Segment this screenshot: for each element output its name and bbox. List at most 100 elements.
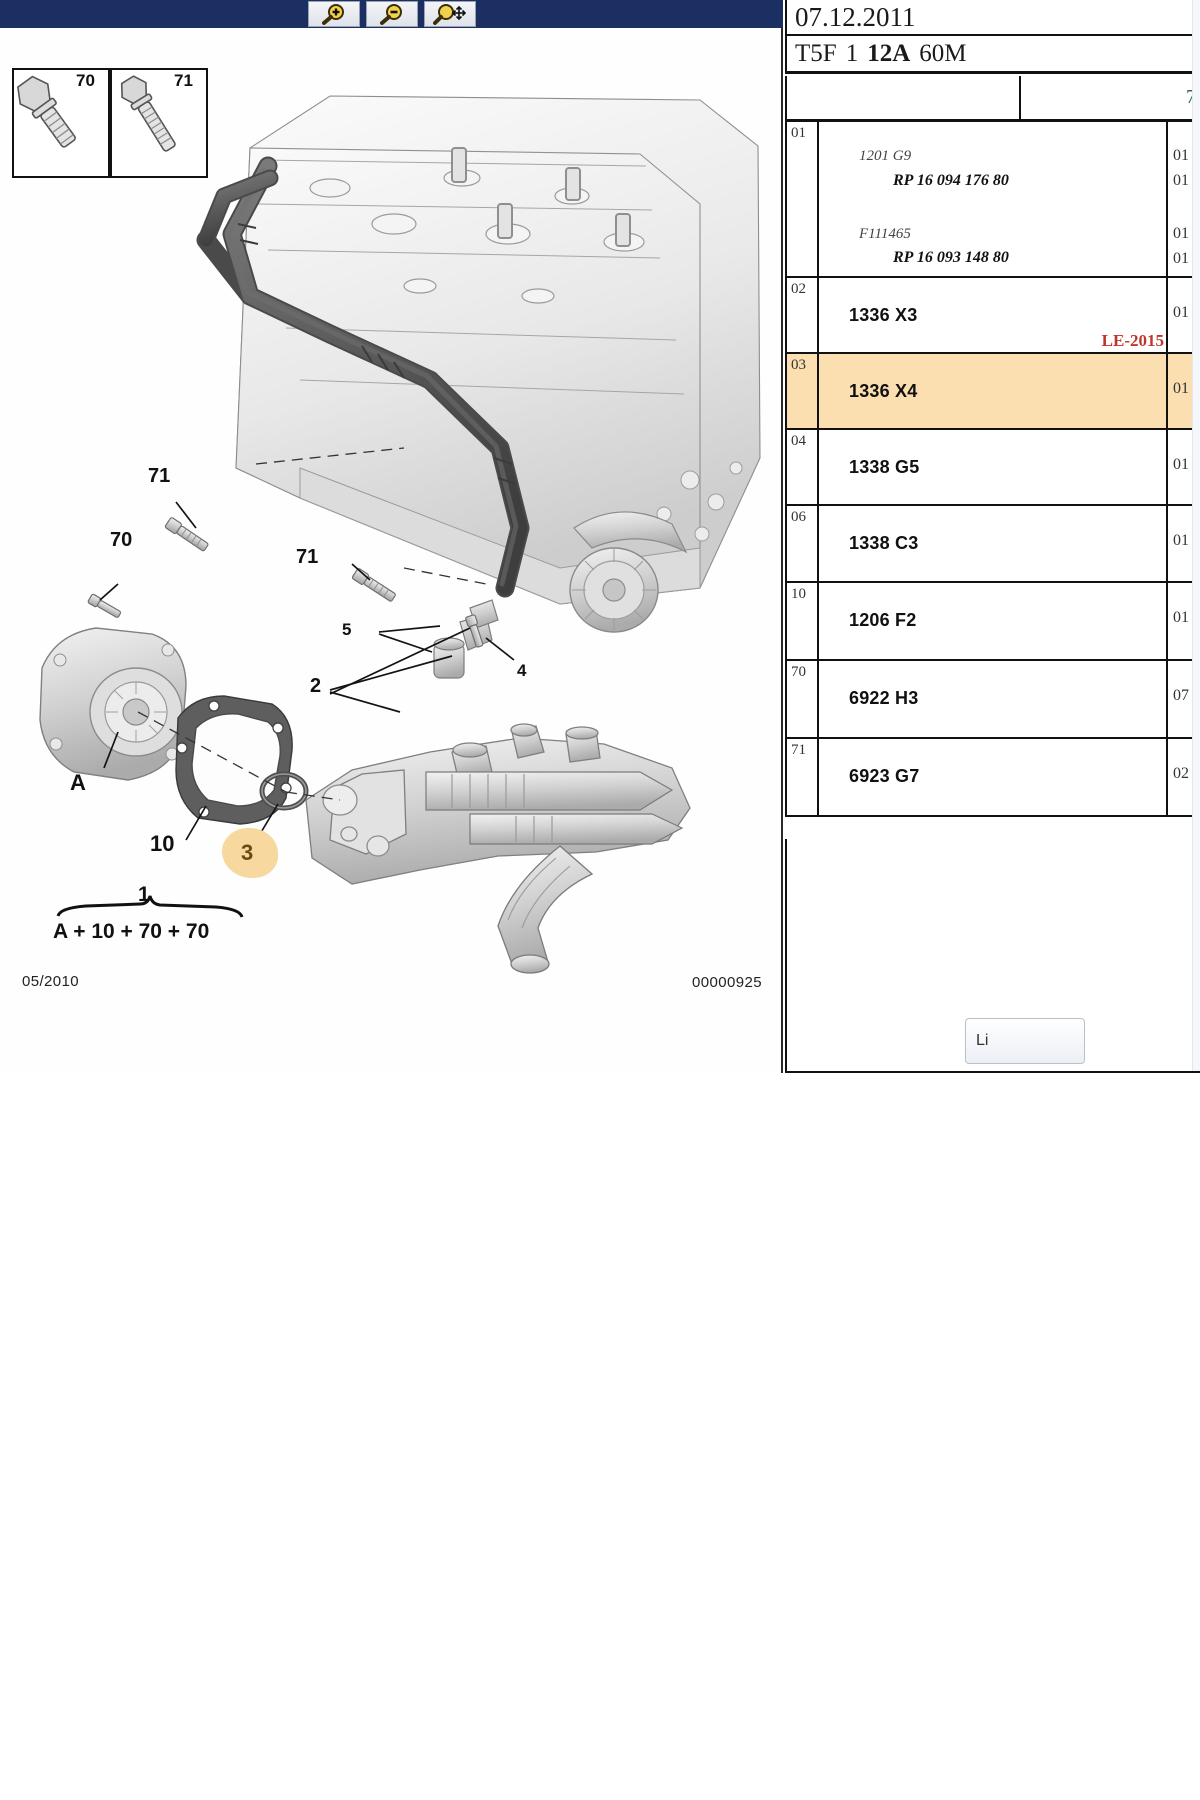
callout-3[interactable]: 3 [241,840,254,865]
callout-10[interactable]: 10 [150,831,175,856]
row-content: 6922 H3 [819,661,1166,737]
part-number: 1338 C3 [849,533,919,553]
part-number: 1206 F2 [849,610,917,630]
part-rp-reference: RP 16 094 176 80 [893,172,1009,189]
panel-action-button[interactable]: Li [965,1018,1085,1064]
table-row[interactable]: 71 6923 G7 02 [785,739,1200,817]
magnifier-minus-icon [379,4,402,25]
callout-4[interactable]: 4 [517,661,527,680]
part-old-reference: F111465 [859,226,911,242]
part-rp-reference: RP 16 093 148 80 [893,249,1009,266]
table-row[interactable]: 10 1206 F2 01 [785,583,1200,661]
zoom-in-button[interactable] [307,1,360,27]
code-mid: 1 [845,39,859,67]
panel-subheader: 7 [785,76,1200,122]
row-content: 1201 G9 RP 16 094 176 80 F111465 RP 16 0… [819,122,1166,276]
assembly-bracket-number: 1 [138,883,150,906]
row-quantity: 01 [1173,456,1189,473]
row-content: 6923 G7 [819,739,1166,815]
row-index: 10 [787,583,819,659]
callout-A[interactable]: A [70,770,86,795]
row-quantity-cell: 01 [1166,583,1200,659]
row-quantity: 01 [1173,609,1189,626]
status-badge: LE-2015 [1101,331,1164,350]
fastener-legend-box-70: 70 [12,68,110,178]
row-quantity: 07 [1173,687,1189,704]
table-row[interactable]: 04 1338 G5 01 [785,430,1200,506]
row-index: 70 [787,661,819,737]
callout-2[interactable]: 2 [310,675,322,697]
row-quantity-cell: 01 [1166,506,1200,581]
row-content: 1338 C3 [819,506,1166,581]
hex-flange-bolt-long-icon [120,75,176,152]
table-row[interactable]: 06 1338 C3 01 [785,506,1200,583]
magnifier-move-icon [432,4,466,25]
subheader-column-divider [1019,76,1021,119]
code-prefix: T5F [795,39,837,67]
row-index: 01 [787,122,819,276]
row-quantity-cell: 02 [1166,739,1200,815]
row-quantity: 01 [1173,225,1189,242]
row-quantity: 01 [1173,172,1189,189]
diagram-canvas[interactable]: 70 71 [0,28,783,1073]
callout-71-lower[interactable]: 71 [296,546,319,568]
row-content: 1336 X3 LE-2015 [819,278,1166,352]
panel-code-row: T5F 1 12A 60M [785,36,1200,74]
assembly-formula: A + 10 + 70 + 70 [53,920,210,943]
parts-detail-panel: 07.12.2011 T5F 1 12A 60M 7 01 1201 G9 RP… [785,0,1200,1073]
row-index: 04 [787,430,819,504]
fastener-legend-box-71: 71 [110,68,208,178]
row-quantity-cell: 01 [1166,354,1200,428]
table-row[interactable]: 01 1201 G9 RP 16 094 176 80 F111465 RP 1… [785,122,1200,278]
row-content: 1206 F2 [819,583,1166,659]
panel-bottom-rule [785,1071,1200,1073]
zoom-out-button[interactable] [365,1,418,27]
panel-header: 07.12.2011 T5F 1 12A 60M [785,0,1200,74]
panel-scroll-edge[interactable] [1192,0,1200,1073]
part-number: 6922 H3 [849,688,919,708]
part-number: 6923 G7 [849,766,920,786]
row-content: 1338 G5 [819,430,1166,504]
callout-5[interactable]: 5 [342,620,352,639]
zoom-pan-button[interactable] [423,1,476,27]
callout-71-upper[interactable]: 71 [148,465,171,487]
code-bold: 12A [867,39,911,67]
row-index: 02 [787,278,819,352]
highlight-blob-callout-3 [222,828,278,878]
viewer-toolbar [0,0,783,28]
magnifier-plus-icon [321,4,344,25]
parts-table: 01 1201 G9 RP 16 094 176 80 F111465 RP 1… [785,122,1200,817]
row-quantity-cell: 07 [1166,661,1200,737]
row-quantity-cell: 01 01 01 01 [1166,122,1200,276]
table-row[interactable]: 70 6922 H3 07 [785,661,1200,739]
fastener-legend-number-71: 71 [174,71,193,90]
table-row-selected[interactable]: 03 1336 X4 01 [785,354,1200,430]
callout-70[interactable]: 70 [110,529,133,551]
code-suffix: 60M [919,39,967,67]
part-old-reference: 1201 G9 [859,148,912,164]
row-index: 71 [787,739,819,815]
panel-left-rule [785,839,787,1073]
part-number: 1336 X3 [849,305,918,325]
subheader-quantity: 7 [1186,86,1196,108]
row-quantity: 02 [1173,765,1189,782]
fastener-legend-number-70: 70 [76,71,95,90]
row-quantity-cell: 01 [1166,278,1200,352]
row-quantity: 01 [1173,304,1189,321]
row-content: 1336 X4 [819,354,1166,428]
row-quantity: 01 [1173,380,1189,397]
row-quantity: 01 [1173,147,1189,164]
table-row[interactable]: 02 1336 X3 LE-2015 01 [785,278,1200,354]
hex-flange-bolt-short-icon [17,75,76,148]
row-quantity-cell: 01 [1166,430,1200,504]
pane-divider [781,28,783,1073]
panel-date: 07.12.2011 [785,0,1200,36]
row-index: 06 [787,506,819,581]
row-quantity: 01 [1173,532,1189,549]
row-index: 03 [787,354,819,428]
row-quantity: 01 [1173,250,1189,267]
drawing-date-footer: 05/2010 [22,973,80,990]
part-number: 1338 G5 [849,457,920,477]
drawing-reference-number: 00000925 [692,974,762,991]
